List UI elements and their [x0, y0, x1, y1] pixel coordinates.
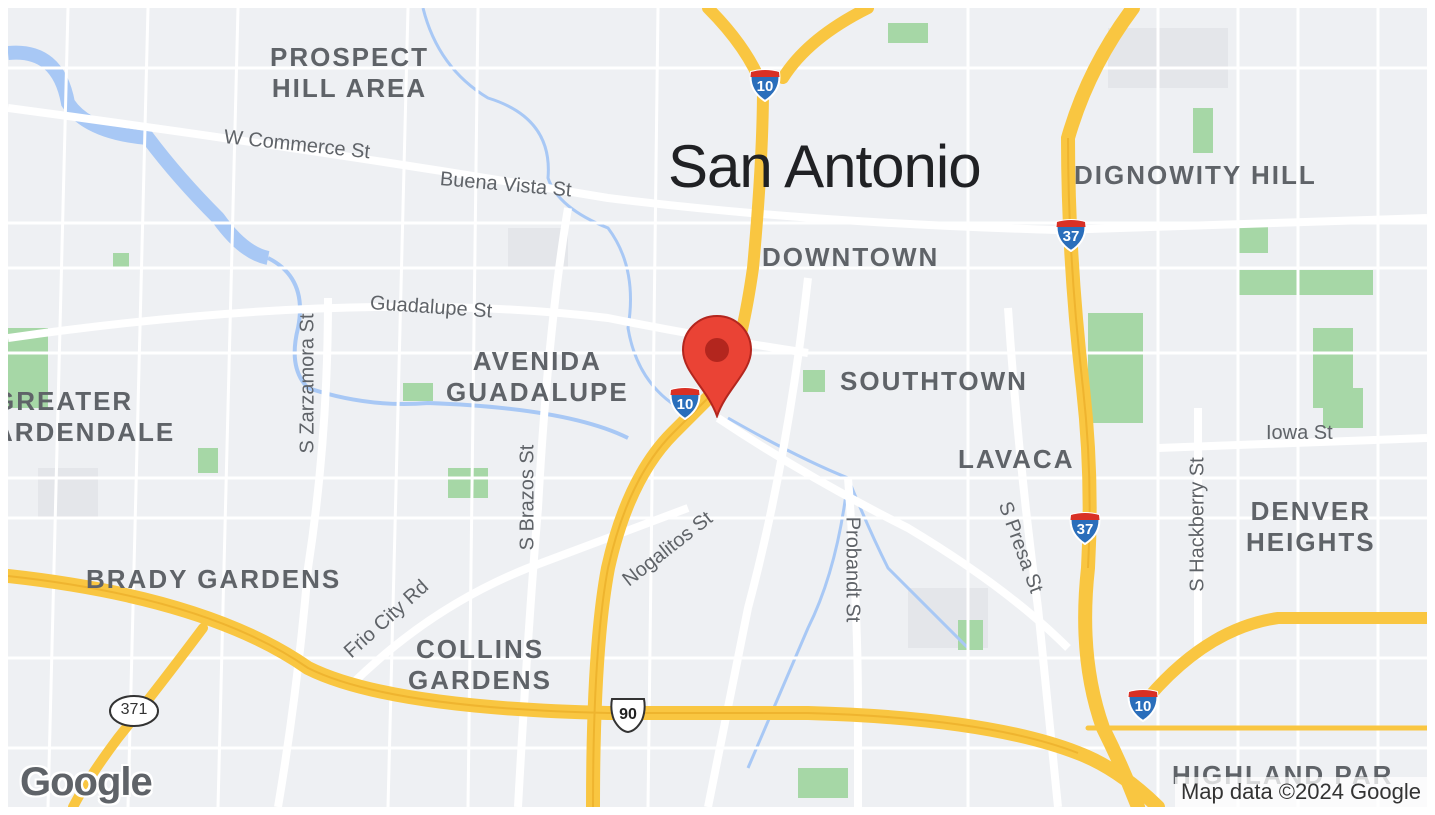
city-label: San Antonio — [668, 133, 982, 200]
street-label-s-brazos: S Brazos St — [516, 444, 539, 551]
street-label-s-zarzamora: S Zarzamora St — [296, 313, 319, 454]
us-route-shield-icon: 90 — [608, 696, 648, 734]
street-label-s-hackberry: S Hackberry St — [1186, 457, 1209, 592]
street-label-iowa: Iowa St — [1266, 422, 1333, 444]
interstate-shield-icon: 10 — [748, 68, 782, 103]
neighborhood-label-southtown: SOUTHTOWN — [840, 366, 1028, 396]
state-route-shield-icon: 371 — [108, 694, 160, 728]
neighborhood-label-downtown: DOWNTOWN — [762, 242, 940, 272]
interstate-shield-icon: 10 — [668, 386, 702, 421]
parks — [8, 23, 1373, 798]
neighborhood-label-lavaca: LAVACA — [958, 444, 1075, 474]
interstate-shield-icon: 37 — [1054, 218, 1088, 253]
neighborhood-label-dignowity-hill: DIGNOWITY HILL — [1074, 160, 1317, 190]
neighborhood-label-greater-ardendale: GREATERARDENDALE — [8, 386, 176, 447]
map-base-layer — [8, 8, 1427, 807]
street-label-probandt: Probandt St — [841, 516, 864, 623]
interstate-shield-icon: 10 — [1126, 688, 1160, 723]
map-attribution[interactable]: Map data ©2024 Google — [1174, 777, 1427, 807]
neighborhood-label-brady-gardens: BRADY GARDENS — [86, 564, 342, 594]
google-logo: Google — [20, 760, 153, 804]
map-pin-icon[interactable] — [681, 314, 753, 419]
interstate-shield-icon: 37 — [1068, 511, 1102, 546]
